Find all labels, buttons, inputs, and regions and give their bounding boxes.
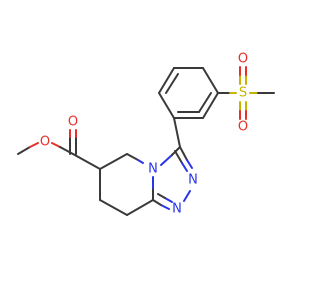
bond-ph4-ph5: [202, 67, 219, 94]
bond-o-carbonyl: [59, 146, 74, 155]
atom-o-sulfonyl-bottom: O: [238, 120, 248, 135]
bond-n4-c3: [160, 154, 173, 166]
bond-carbonyl-c6: [72, 153, 101, 170]
bond-c3-phenyl: [173, 117, 181, 148]
atom-n1: N: [172, 202, 182, 217]
bond-c3-n2-double-a: [186, 159, 193, 169]
chemical-structure: O O N N N S O O: [17, 52, 275, 217]
bond-ph-inner-b: [198, 92, 212, 113]
atom-labels: O O N N N S O O: [40, 52, 248, 217]
bond-o-carbonyl: [51, 142, 61, 148]
atom-n4: N: [148, 162, 158, 177]
bond-methyl-o: [29, 142, 39, 148]
bond-c3-n2-double-b: [174, 150, 183, 164]
bond-methyl-o: [17, 146, 31, 155]
bond-c7-c8: [99, 199, 128, 216]
bond-n1-c8a-double-a: [160, 204, 170, 210]
bonds: [17, 66, 275, 216]
bond-n1-c8a-double-b: [164, 197, 173, 203]
atom-o-ester-double: O: [68, 115, 78, 130]
atom-n2: N: [188, 173, 198, 188]
atom-s: S: [239, 86, 247, 101]
bond-c3-n2-double-a: [179, 146, 188, 161]
bond-c5-n4: [126, 153, 139, 161]
bond-ph2-ph3: [158, 67, 175, 94]
bond-ph-inner-a: [165, 73, 179, 94]
bond-ph1-ph2: [158, 92, 175, 119]
bond-c5-n4: [137, 159, 144, 164]
bond-n1-c8a-double-a: [152, 199, 162, 206]
bond-c3-n2-double-b: [181, 162, 188, 172]
bond-ph5-ph6: [202, 92, 219, 119]
bond-n2-n1: [183, 190, 191, 202]
bond-c6-c5: [99, 153, 128, 170]
atom-o-ester-single: O: [40, 135, 50, 150]
bond-c8-c8a: [126, 199, 154, 216]
atom-o-sulfonyl-top: O: [238, 52, 248, 67]
bond-n1-c8a-double-b: [157, 193, 166, 199]
